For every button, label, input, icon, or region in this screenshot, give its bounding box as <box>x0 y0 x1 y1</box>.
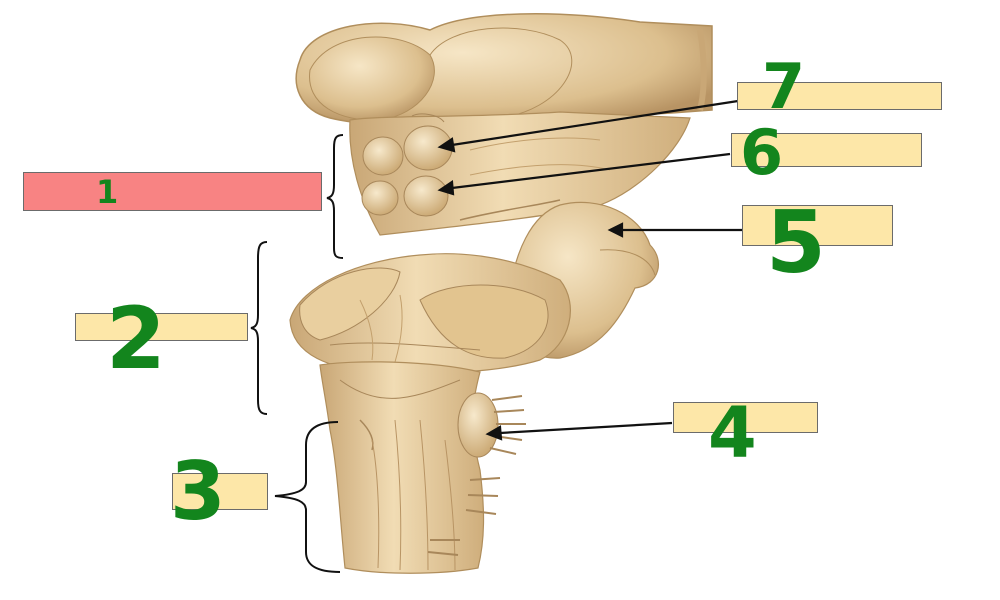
thalamus-lobes <box>295 13 713 126</box>
label-box-4[interactable] <box>673 402 818 433</box>
label-box-5[interactable] <box>742 205 893 246</box>
arrow-4 <box>499 421 673 435</box>
label-box-6[interactable] <box>731 133 922 167</box>
pons-region <box>289 253 571 374</box>
arrow-6 <box>451 152 731 190</box>
arrow-6-head <box>437 180 455 196</box>
leader-arrows <box>437 99 742 441</box>
region-brackets <box>250 134 344 573</box>
label-box-7[interactable] <box>737 82 942 110</box>
arrow-7 <box>451 99 739 147</box>
label-box-2[interactable] <box>75 313 248 341</box>
arrow-7-head <box>437 137 456 153</box>
label-box-1[interactable] <box>23 172 322 211</box>
arrow-4-head <box>485 425 503 441</box>
midbrain <box>349 111 691 236</box>
bracket-1 <box>326 134 344 259</box>
arrow-5-head <box>607 222 624 238</box>
medulla <box>319 361 526 574</box>
bracket-3 <box>274 421 341 573</box>
bracket-2 <box>250 241 268 415</box>
label-box-3[interactable] <box>172 473 268 510</box>
